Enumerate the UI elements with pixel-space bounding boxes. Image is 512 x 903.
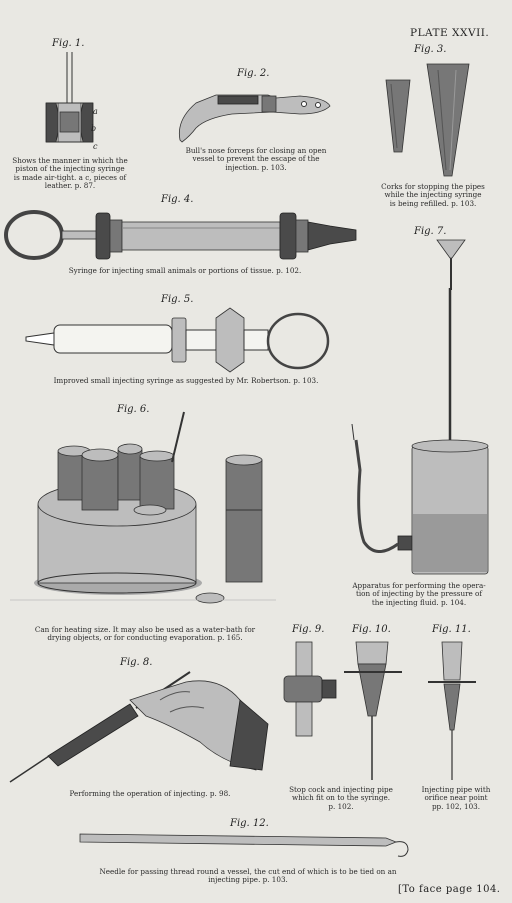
- fig5-caption: Improved small injecting syringe as sugg…: [53, 376, 319, 385]
- page-footer: [To face page 104.: [398, 884, 501, 895]
- fig4-label: Fig. 4.: [161, 194, 194, 205]
- fig3-label: Fig. 3.: [414, 44, 447, 55]
- fig7-label: Fig. 7.: [414, 226, 447, 237]
- fig8-label: Fig. 8.: [120, 657, 153, 668]
- fig12-label: Fig. 12.: [230, 818, 269, 829]
- fig9-label: Fig. 9.: [292, 624, 325, 635]
- fig10-label: Fig. 10.: [352, 624, 391, 635]
- fig8-caption: Performing the operation of injecting. p…: [69, 789, 231, 798]
- fig2-label: Fig. 2.: [237, 68, 270, 79]
- fig6-caption: Can for heating size. It may also be use…: [34, 625, 256, 643]
- fig11-label: Fig. 11.: [432, 624, 471, 635]
- fig1-letter-b: b: [91, 124, 97, 133]
- plate-title: PLATE XXVII.: [410, 27, 490, 39]
- fig1-letter-a: a: [93, 107, 98, 116]
- fig6-label: Fig. 6.: [117, 404, 150, 415]
- fig1-label: Fig. 1.: [52, 38, 85, 49]
- fig4-caption: Syringe for injecting small animals or p…: [68, 266, 302, 275]
- fig7-caption: Apparatus for performing the opera-tion …: [352, 581, 486, 607]
- fig1-letter-c: c: [93, 142, 98, 151]
- fig12-caption: Needle for passing thread round a vessel…: [99, 867, 397, 885]
- fig5-label: Fig. 5.: [161, 294, 194, 305]
